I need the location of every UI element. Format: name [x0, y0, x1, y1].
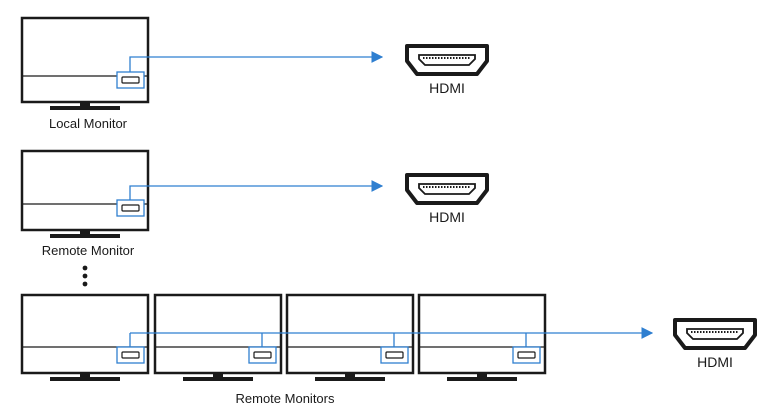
hdmi-label: HDMI [429, 209, 465, 225]
remote-monitor-3-hdmi-port-icon [380, 346, 409, 364]
remote-monitors-connection-bus [129, 327, 654, 347]
remote-monitor-1-icon [20, 293, 150, 381]
remote-monitor-2-icon [153, 293, 283, 381]
local-monitor-connection-arrow [129, 51, 384, 72]
remote-monitor-hdmi-port-icon [116, 199, 145, 217]
remote-monitor-4-icon [417, 293, 547, 381]
hdmi-label: HDMI [429, 80, 465, 96]
hdmi-connector-icon [673, 318, 757, 350]
remote-monitor-4-hdmi-port-icon [512, 346, 541, 364]
local-monitor-icon [20, 16, 150, 110]
remote-monitor-2-hdmi-port-icon [248, 346, 277, 364]
remote-monitor-icon [20, 149, 150, 238]
hdmi-connector-icon [405, 44, 489, 76]
local-monitor-label: Local Monitor [48, 116, 128, 131]
remote-monitor-1-hdmi-port-icon [116, 346, 145, 364]
remote-monitor-label: Remote Monitor [41, 243, 135, 258]
vertical-ellipsis-icon [82, 265, 88, 287]
local-monitor-hdmi-port-icon [116, 71, 145, 89]
remote-monitors-label: Remote Monitors [235, 391, 335, 406]
remote-monitor-connection-arrow [129, 180, 384, 200]
hdmi-label: HDMI [697, 354, 733, 370]
hdmi-connector-icon [405, 173, 489, 205]
